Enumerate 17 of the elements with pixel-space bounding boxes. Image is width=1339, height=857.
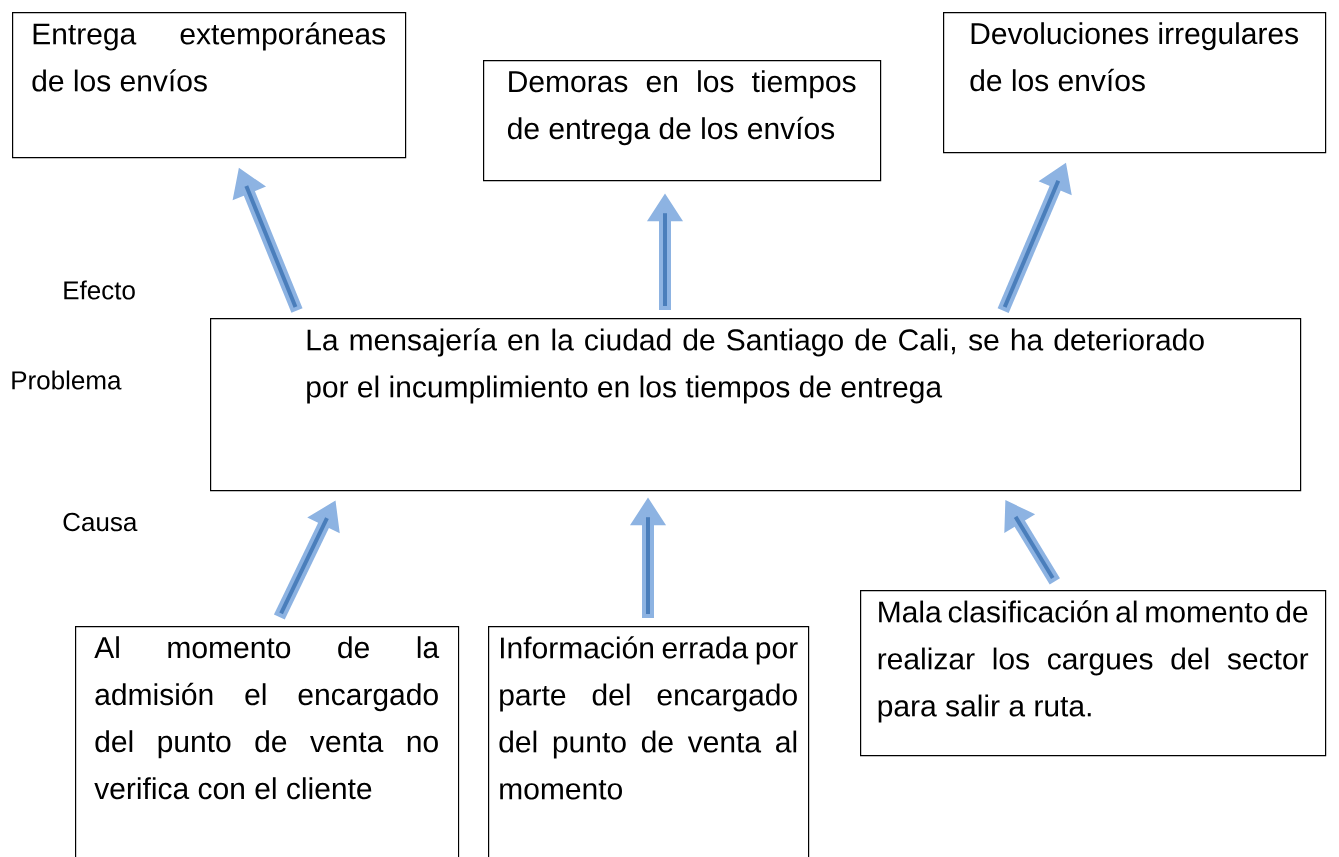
box-text: Entrega extemporáneas de los envíos xyxy=(32,22,386,92)
box-text: Devoluciones irregulares de los envíos xyxy=(970,22,1299,92)
box-text: Información errada por parte del encargado del punto de venta al momento xyxy=(499,636,798,800)
text-box xyxy=(483,60,882,182)
row-label: Problema xyxy=(12,370,122,390)
text-box xyxy=(943,12,1327,154)
row-label: Causa xyxy=(63,512,138,532)
text-box xyxy=(488,626,810,857)
text-box xyxy=(860,590,1327,757)
row-label: Efecto xyxy=(64,280,135,300)
text-box xyxy=(210,318,1302,492)
text-box xyxy=(12,12,407,159)
box-text: Al momento de la admisión el encargado del punto de venta no verifica con el cliente xyxy=(94,636,440,800)
box-text: Demoras en los tiempos de entrega de los envíos xyxy=(507,70,856,146)
box-text: La mensajería en la ciudad de Santiago de Cali, se ha deteriorado por el incumplimiento en los tiempos de entrega xyxy=(307,328,1204,404)
text-box xyxy=(75,626,460,857)
box-text: Mala clasificación al momento de realizar los cargues del sector para salir a ruta. xyxy=(878,600,1309,723)
